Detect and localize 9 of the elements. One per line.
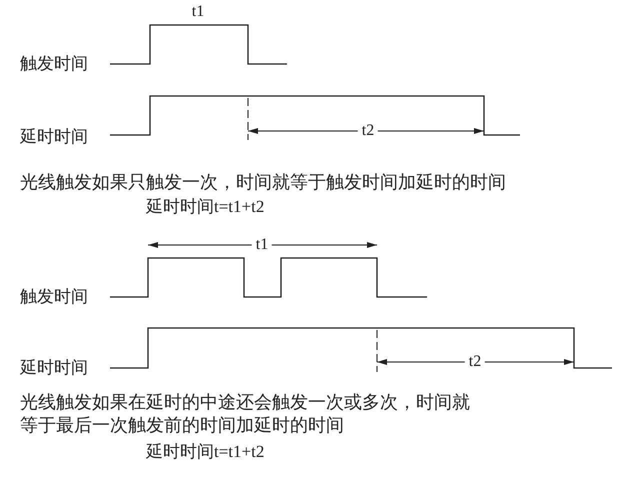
signal-label: 触发时间 [20, 286, 88, 308]
signal-label: 延时时间 [20, 357, 88, 379]
signal-label: 触发时间 [20, 53, 88, 75]
dimension-label: t1 [192, 2, 204, 22]
formula-text: 延时时间t=t1+t2 [146, 441, 264, 463]
note-text: 光线触发如果在延时的中途还会触发一次或多次，时间就等于最后一次触发前的时间加延时的时间 [20, 391, 471, 437]
signal-label: 延时时间 [20, 126, 88, 148]
note-text: 光线触发如果只触发一次，时间就等于触发时间加延时的时间 [20, 171, 506, 193]
formula-text: 延时时间t=t1+t2 [146, 196, 264, 218]
